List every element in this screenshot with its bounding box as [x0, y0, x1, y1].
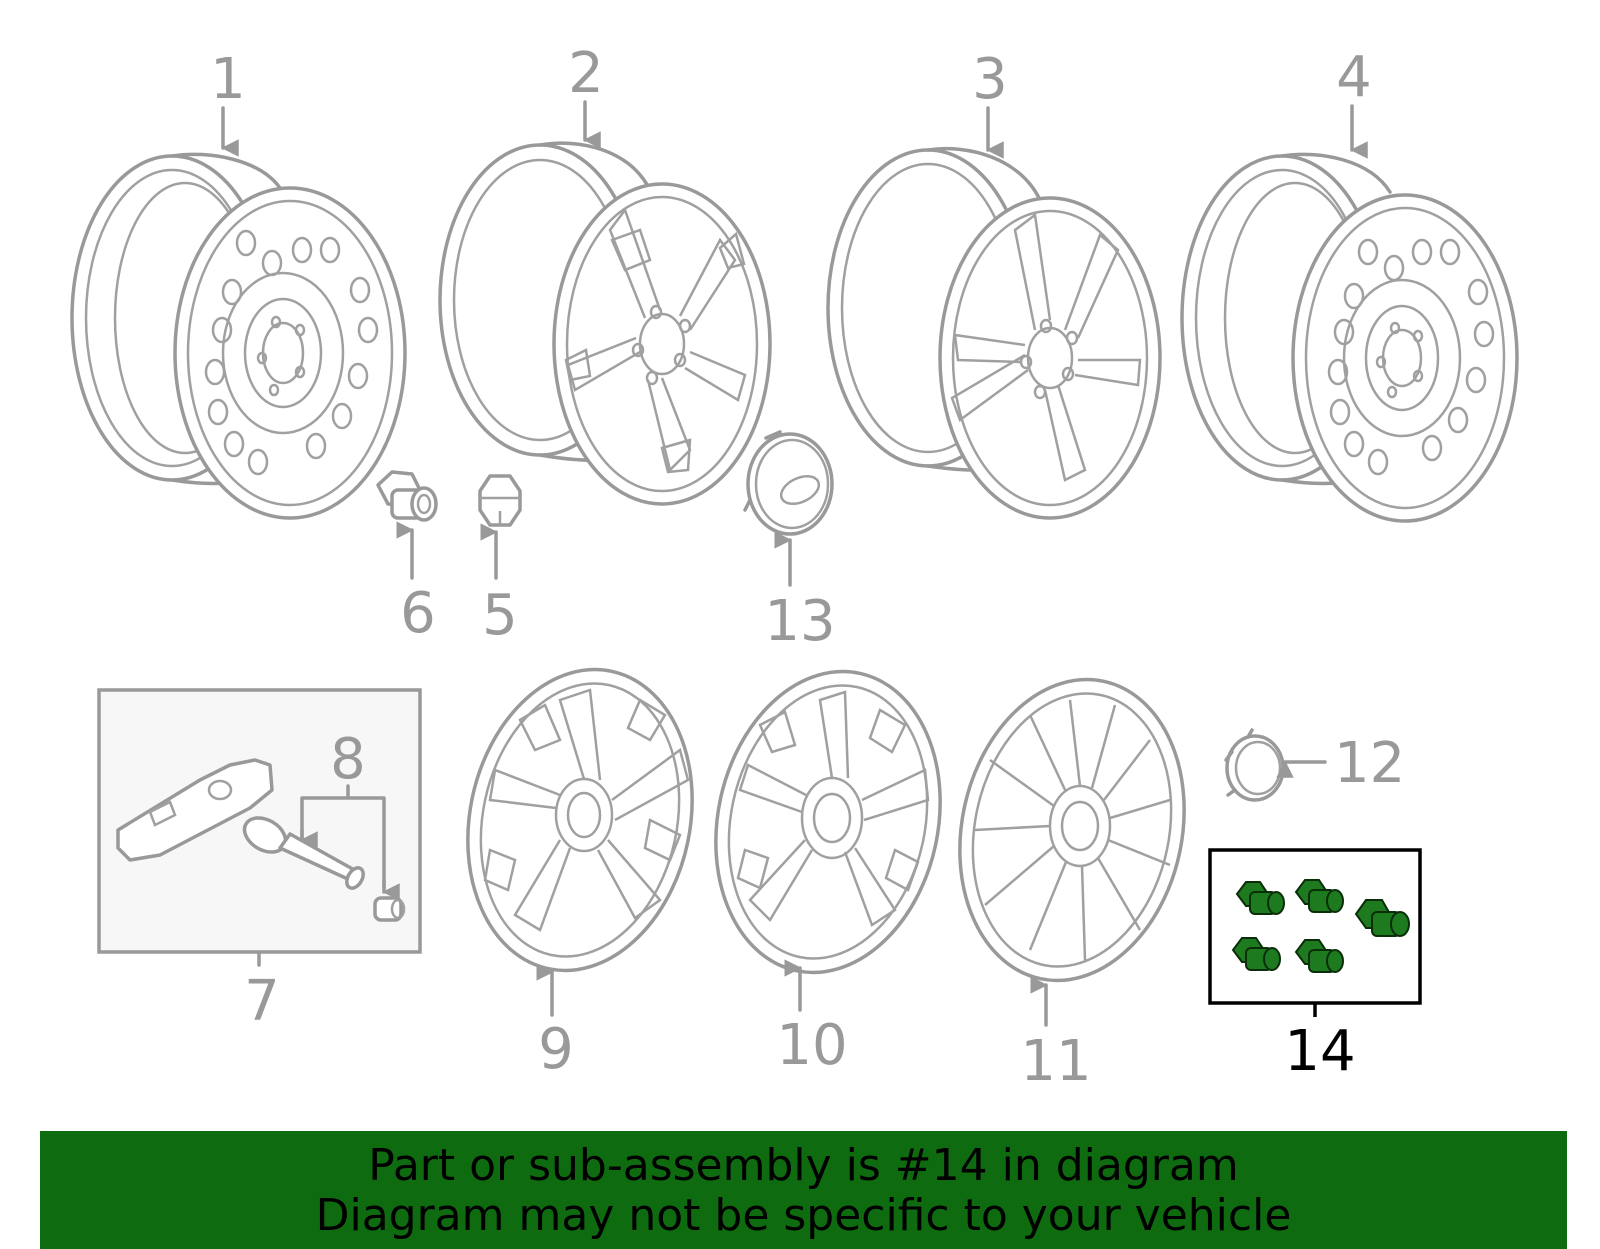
callout-10: 10 [776, 1013, 847, 1078]
callout-12: 12 [1334, 731, 1405, 796]
alloy-wheel-2[interactable] [438, 141, 772, 506]
leader-lines [221, 100, 1368, 1027]
callout-2: 2 [568, 41, 604, 106]
tpms-kit-box-7[interactable] [97, 688, 422, 954]
callout-1: 1 [210, 47, 246, 112]
lug-nut-highlight [1231, 879, 1410, 973]
steel-wheel-4[interactable] [1180, 152, 1519, 523]
callout-9: 9 [538, 1017, 574, 1082]
cap-5[interactable] [478, 474, 522, 527]
callout-7: 7 [244, 969, 280, 1034]
alloy-wheel-3[interactable] [826, 146, 1162, 520]
callout-3: 3 [972, 47, 1008, 112]
callout-11: 11 [1020, 1029, 1091, 1094]
cap-12[interactable] [1224, 728, 1285, 802]
lug-nut-6[interactable] [376, 470, 438, 522]
banner-line-2: Diagram may not be specific to your vehi… [315, 1190, 1292, 1241]
info-banner: Part or sub-assembly is #14 in diagram D… [40, 1131, 1567, 1249]
wheel-cover-11[interactable] [933, 658, 1211, 1001]
center-cap-13[interactable] [743, 430, 834, 536]
wheel-cover-10[interactable] [689, 650, 967, 993]
callout-6: 6 [400, 581, 436, 646]
callout-13: 13 [764, 589, 835, 654]
callout-8: 8 [330, 727, 366, 792]
callout-4: 4 [1336, 45, 1372, 110]
tpms-sensor [116, 758, 274, 862]
valve-cap-8 [373, 896, 406, 922]
lug-nut-set-box-14[interactable] [1208, 848, 1422, 1005]
wheel-cover-9[interactable] [441, 648, 719, 991]
callout-14: 14 [1284, 1019, 1355, 1084]
banner-line-1: Part or sub-assembly is #14 in diagram [368, 1140, 1239, 1191]
steel-wheel-1[interactable] [70, 152, 407, 520]
valve-stem-8 [242, 816, 365, 890]
callout-5: 5 [482, 583, 518, 648]
callout-labels: 1 2 3 4 5 6 7 8 9 10 11 12 13 14 [210, 41, 1405, 1094]
